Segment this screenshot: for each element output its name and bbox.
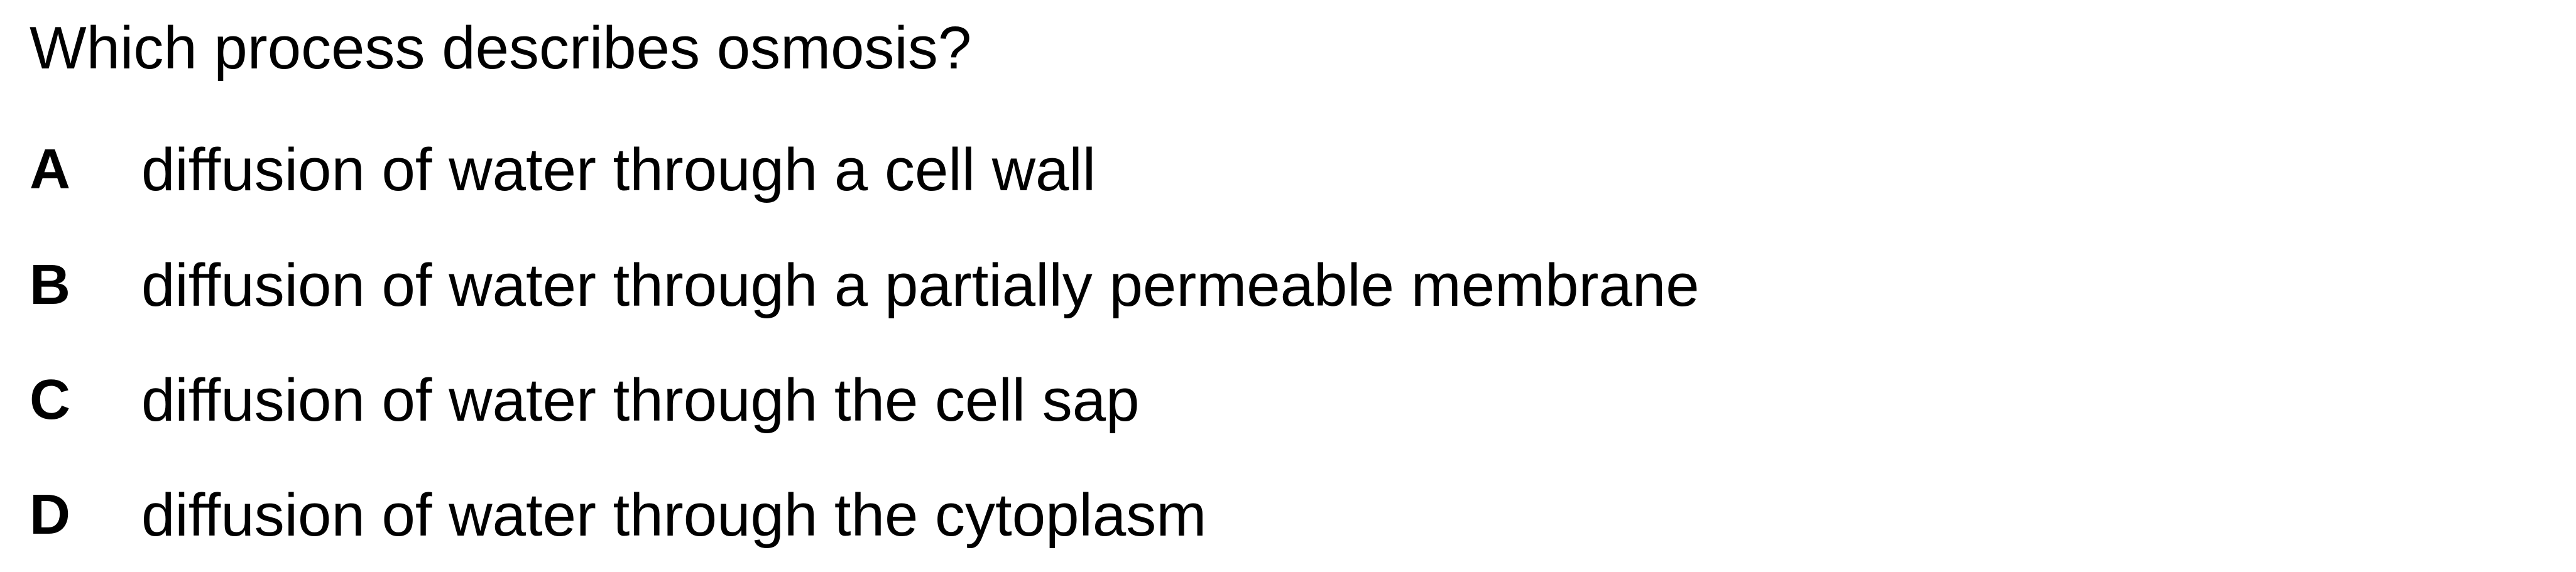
option-d: D diffusion of water through the cytopla… bbox=[30, 478, 1206, 553]
option-letter: A bbox=[30, 138, 70, 202]
option-text: diffusion of water through a partially p… bbox=[141, 251, 1700, 319]
question-text: Which process describes osmosis? bbox=[30, 14, 972, 82]
option-letter: B bbox=[30, 254, 70, 317]
option-text: diffusion of water through the cell sap bbox=[141, 366, 1140, 434]
option-letter: D bbox=[30, 483, 70, 547]
option-text: diffusion of water through a cell wall bbox=[141, 136, 1096, 203]
option-text: diffusion of water through the cytoplasm bbox=[141, 481, 1207, 549]
option-a: A diffusion of water through a cell wall bbox=[30, 132, 1096, 208]
option-b: B diffusion of water through a partially… bbox=[30, 248, 1700, 323]
option-c: C diffusion of water through the cell sa… bbox=[30, 363, 1140, 438]
option-letter: C bbox=[30, 369, 70, 432]
